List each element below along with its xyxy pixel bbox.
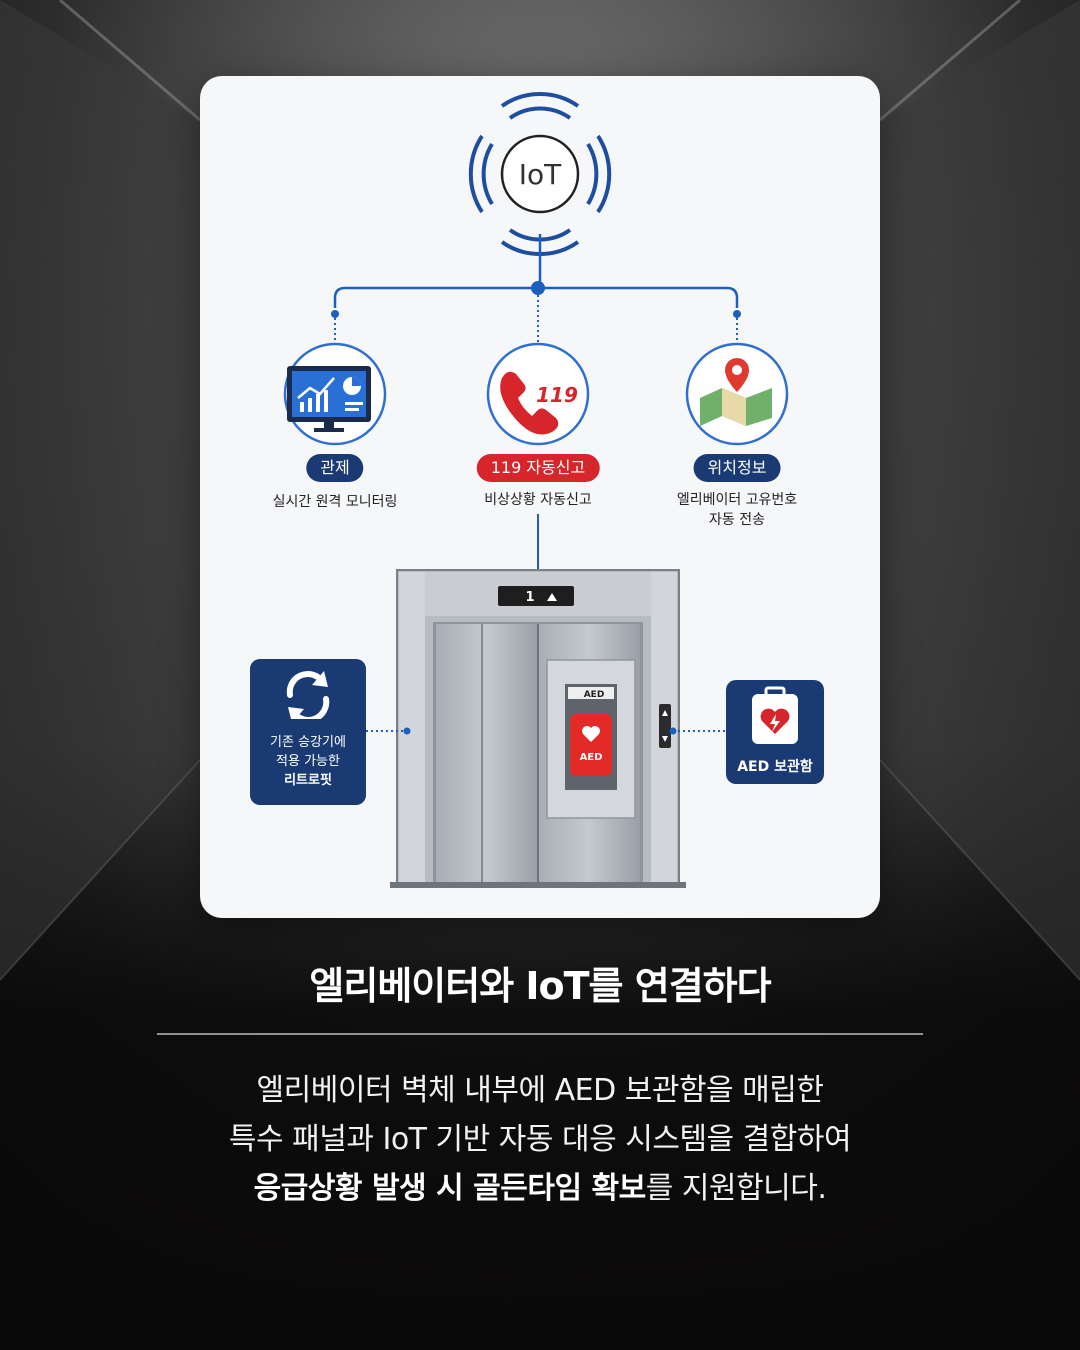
badge-119-report: 119 자동신고 [476,454,600,482]
connector-lines [331,234,741,572]
caption-location-line2: 자동 전송 [709,512,765,528]
floor-indicator: 1 [525,590,534,605]
aed-device-label: AED [580,752,603,763]
map-pin-icon [700,358,772,426]
retrofit-box: 기존 승강기에 적용 가능한 리트로핏 [250,659,366,805]
iot-hub-label: IoT [519,158,562,191]
body-line3: 응급상황 발생 시 골든타임 확보를 지원합니다. [0,1164,1080,1213]
retrofit-line3: 리트로핏 [284,773,332,788]
heart-defib-icon [752,686,798,744]
aed-storage-label: AED 보관함 [737,759,813,775]
body-line1: 엘리베이터 벽체 내부에 AED 보관함을 매립한 [256,1073,824,1108]
caption-location-line1: 엘리베이터 고유번호 [676,492,798,508]
caption-119-report: 비상상황 자동신고 [484,492,592,508]
retrofit-line1: 기존 승강기에 [270,735,346,750]
badge-location: 위치정보 [693,454,781,482]
phone-119-icon: 119 [500,371,578,435]
badge-monitoring: 관제 [306,454,364,482]
monitor-chart-icon [287,366,371,432]
body-text: 엘리베이터 벽체 내부에 AED 보관함을 매립한 특수 패널과 IoT 기반 … [0,1066,1080,1213]
headline: 엘리베이터와 IoT를 연결하다 [309,964,771,1008]
elevator-illustration: 1 AED AED [390,569,686,888]
iot-diagram: IoT [283,91,789,888]
body-line3-rest: 를 지원합니다. [645,1171,827,1206]
divider [157,1033,923,1035]
refresh-cycle-icon [286,671,330,723]
iot-hub-icon: IoT [468,91,612,257]
phone-circle [486,342,590,446]
diagram-card: IoT [200,76,880,918]
aed-cabinet-label: AED [584,690,605,700]
body-line2: 특수 패널과 IoT 기반 자동 대응 시스템을 결합하여 [228,1122,852,1157]
aed-storage-box: AED 보관함 [726,680,824,784]
retrofit-line2: 적용 가능한 [276,754,340,769]
body-line3-bold: 응급상황 발생 시 골든타임 확보 [253,1171,647,1206]
phone-119-text: 119 [536,383,578,407]
caption-monitoring: 실시간 원격 모니터링 [272,494,398,510]
